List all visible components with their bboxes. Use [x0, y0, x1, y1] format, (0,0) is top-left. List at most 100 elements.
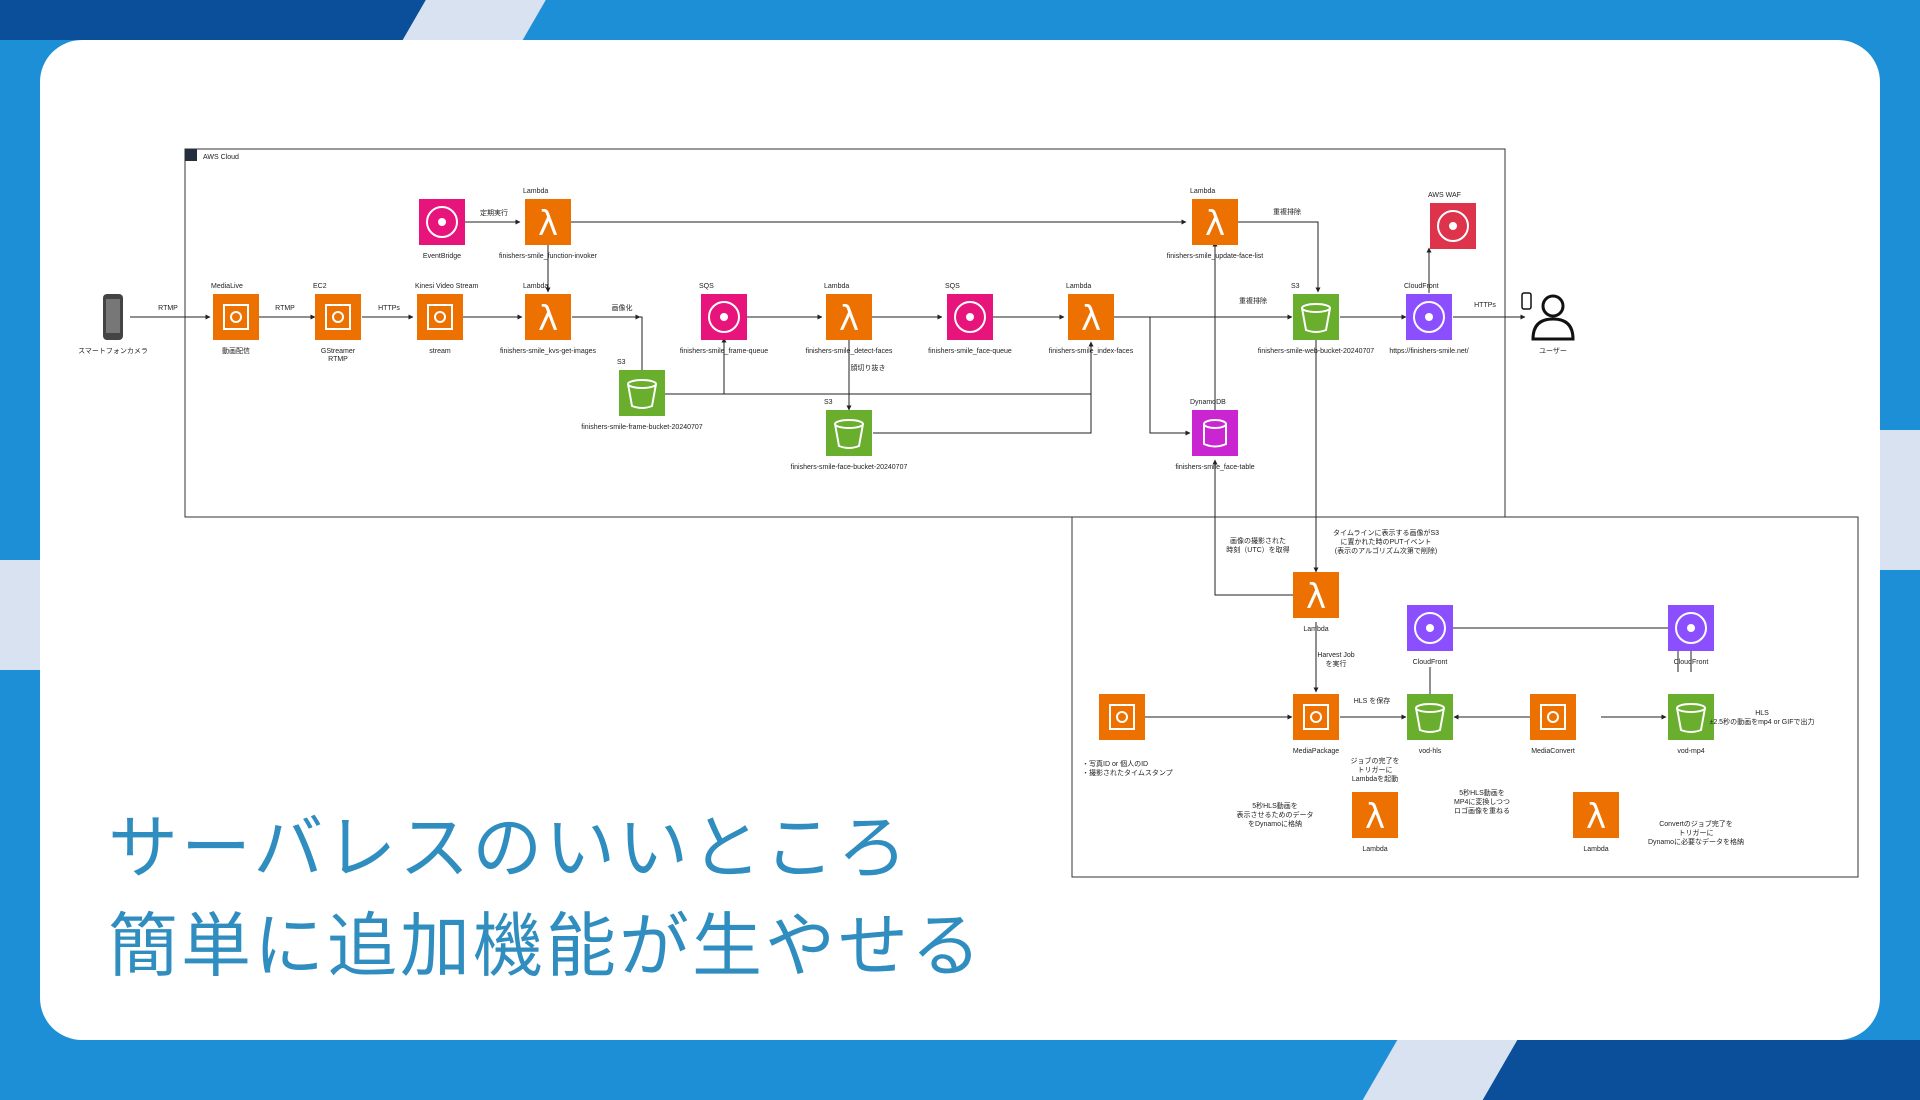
annotation-note: Dynamoに必要なデータを格納 [1648, 837, 1744, 846]
s3-bucket-icon [1407, 694, 1453, 740]
edge-label: 画像化 [612, 303, 633, 312]
right-light-strip [1880, 430, 1920, 570]
waf-icon [1430, 203, 1476, 249]
edge-label: を実行 [1326, 659, 1347, 668]
node-label: MediaConvert [1531, 748, 1575, 755]
annotation-note: トリガーに [1358, 765, 1393, 774]
node-label: stream [429, 348, 451, 355]
annotation-note: ・写真ID or 個人のID [1082, 759, 1148, 768]
annotation-note: ジョブの完了を [1351, 756, 1400, 765]
cloudfront-icon [1407, 605, 1453, 651]
smartphone-icon [103, 294, 123, 340]
edge-label: HTTPs [378, 305, 400, 312]
medialive-icon [213, 294, 259, 340]
edge-label: HLS [1755, 710, 1769, 717]
svg-text:λ: λ [1081, 299, 1101, 339]
lambda-icon: λ [1293, 572, 1339, 618]
node-top-label: Lambda [523, 283, 548, 290]
annotation-note: 時刻（UTC）を取得 [1226, 545, 1289, 554]
node-label: https://finishers-smile.net/ [1389, 348, 1468, 355]
node-label: 動画配信 [222, 346, 250, 355]
ec2-icon [315, 294, 361, 340]
edge-label: RTMP [275, 305, 295, 312]
annotation-note: ロゴ画像を重ねる [1454, 806, 1510, 815]
lambda-icon: λ [525, 199, 571, 245]
edge-label: Harvest Job [1317, 652, 1354, 659]
lambda-icon: λ [826, 294, 872, 340]
annotation-note: 5秒HLS動画を [1252, 801, 1298, 810]
node-label: finishers-smile-web-bucket-20240707 [1258, 348, 1374, 355]
node-label: finishers-smile-face-bucket-20240707 [791, 464, 908, 471]
sqs-icon [701, 294, 747, 340]
edge-label: 重複排除 [1273, 207, 1301, 216]
annotation-note: Convertのジョブ完了を [1659, 819, 1733, 828]
node-label: スマートフォンカメラ [78, 347, 148, 355]
node-top-label: Lambda [824, 283, 849, 290]
node-label: finishers-smile_update-face-list [1167, 253, 1264, 260]
node-top-label: MediaLive [211, 283, 243, 290]
annotation-note: 画像の撮影された [1230, 536, 1286, 545]
medialive-icon [1099, 694, 1145, 740]
edge-label: 顔切り抜き [851, 363, 886, 372]
node-top-label: AWS WAF [1428, 192, 1461, 199]
lambda-icon: λ [525, 294, 571, 340]
node-extra-label: RTMP [328, 356, 348, 363]
node-top-label: S3 [824, 399, 833, 406]
slide-card [40, 40, 1880, 1040]
kinesis-video-icon [417, 294, 463, 340]
edge-label: 定期実行 [480, 208, 508, 217]
node-top-label: CloudFront [1404, 283, 1439, 290]
node-label: EventBridge [423, 253, 461, 260]
eventbridge-icon [419, 199, 465, 245]
svg-text:λ: λ [1586, 797, 1606, 837]
node-label: CloudFront [1674, 659, 1709, 666]
aws-cloud-badge-icon [185, 149, 197, 161]
edge-label: ±2.5秒の動画をmp4 or GIFで出力 [1710, 717, 1815, 726]
video-pipeline-group [1071, 516, 1859, 878]
aws-cloud-label: AWS Cloud [203, 154, 239, 161]
annotation-note: 表示させるためのデータ [1237, 810, 1314, 819]
connector-lines [130, 219, 1692, 720]
mediapackage-icon [1293, 694, 1339, 740]
node-top-label: Lambda [1190, 188, 1215, 195]
annotation-note: に置かれた時のPUTイベント [1341, 538, 1432, 546]
mediaconvert-icon [1530, 694, 1576, 740]
node-top-label: Kinesi Video Stream [415, 283, 478, 290]
dynamodb-icon [1192, 410, 1238, 456]
cloudfront-icon [1668, 605, 1714, 651]
edge-label: HLS を保存 [1354, 696, 1391, 705]
svg-text:λ: λ [1365, 797, 1385, 837]
annotation-note: 5秒HLS動画を [1459, 788, 1505, 797]
lambda-icon: λ [1573, 792, 1619, 838]
svg-text:λ: λ [1306, 577, 1326, 617]
node-top-label: Lambda [1066, 283, 1091, 290]
node-top-label: Lambda [523, 188, 548, 195]
svg-text:λ: λ [839, 299, 859, 339]
node-top-label: S3 [617, 359, 626, 366]
node-label: finishers-smile_face-table [1175, 464, 1254, 471]
node-top-label: EC2 [313, 283, 327, 290]
edge-label: RTMP [158, 305, 178, 312]
svg-text:λ: λ [538, 204, 558, 244]
edge-label: HTTPs [1474, 302, 1496, 309]
node-top-label: S3 [1291, 283, 1300, 290]
headline-line-2: 簡単に追加機能が生やせる [108, 905, 984, 987]
svg-text:λ: λ [538, 299, 558, 339]
left-light-strip [0, 560, 40, 670]
lambda-icon: λ [1352, 792, 1398, 838]
node-label: finishers-smile-frame-bucket-20240707 [581, 424, 702, 431]
node-label: GStreamer [321, 348, 356, 355]
node-label: Lambda [1583, 846, 1608, 853]
node-label: finishers-smile_frame-queue [680, 348, 768, 355]
node-label: finishers-smile_kvs-get-images [500, 348, 597, 355]
node-label: finishers-smile_face-queue [928, 348, 1012, 355]
s3-bucket-icon [619, 370, 665, 416]
node-label: vod-mp4 [1677, 748, 1704, 755]
edge-label: 重複排除 [1239, 296, 1267, 305]
annotation-note: ・撮影されたタイムスタンプ [1082, 768, 1173, 777]
lambda-icon: λ [1192, 199, 1238, 245]
annotation-note: トリガーに [1679, 828, 1714, 837]
headline-line-1: サーバレスのいいところ [108, 807, 911, 889]
annotation-note: タイムラインに表示する画像がS3 [1333, 528, 1439, 537]
